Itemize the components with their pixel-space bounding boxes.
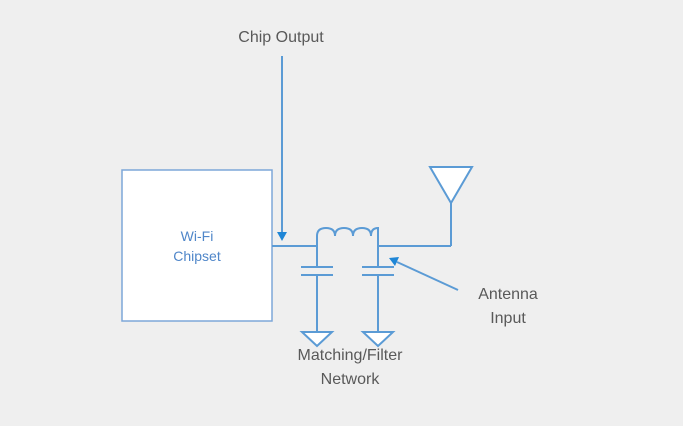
wifi-chipset-line1: Wi-Fi [180, 228, 214, 244]
antenna-input-label: Antenna Input [460, 283, 556, 331]
main-signal-wire [272, 203, 452, 247]
antenna-input-arrow [389, 257, 459, 291]
matching-network-label: Matching/Filter Network [275, 344, 425, 392]
antenna-input-line1: Antenna [478, 286, 538, 303]
antenna-symbol [428, 166, 474, 205]
wifi-chipset-line2: Chipset [173, 248, 221, 264]
matching-network-line1: Matching/Filter [297, 347, 403, 364]
chip-output-label: Chip Output [216, 26, 346, 50]
left-capacitor-branch [299, 246, 335, 348]
antenna-input-line2: Input [490, 310, 526, 327]
wifi-chipset-box [121, 169, 273, 322]
chip-output-text: Chip Output [238, 29, 324, 46]
chip-output-arrow [277, 56, 287, 241]
right-capacitor-branch [360, 246, 396, 348]
matching-network-line2: Network [320, 371, 380, 388]
wifi-chipset-label: Wi-Fi Chipset [147, 226, 247, 266]
